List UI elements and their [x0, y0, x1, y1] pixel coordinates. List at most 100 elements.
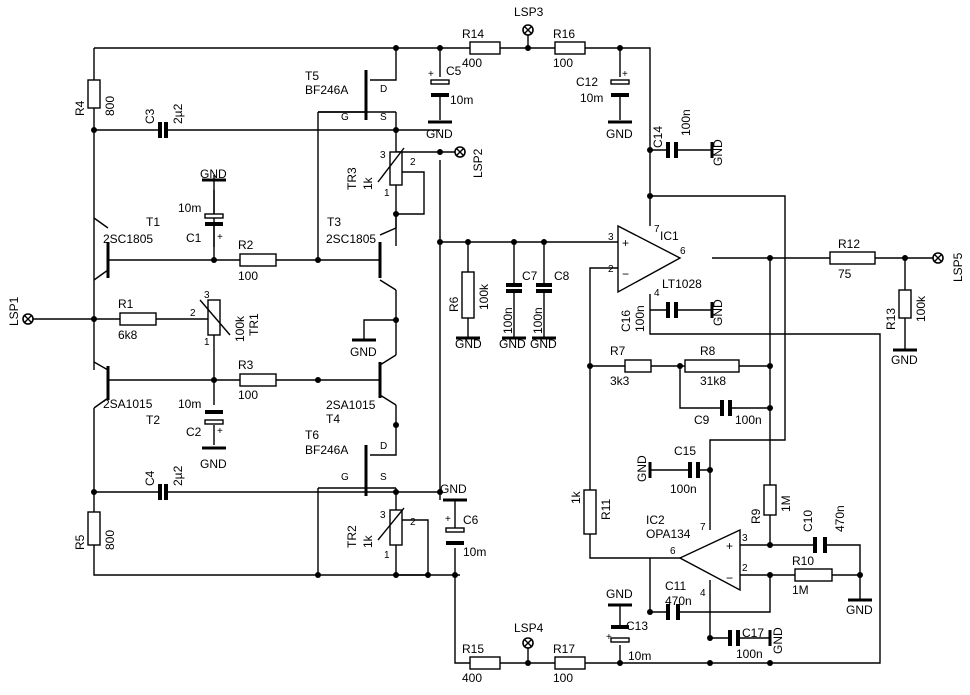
- port-lsp2[interactable]: [454, 146, 466, 158]
- resistor-r4: [87, 79, 101, 109]
- capacitor-c2: [204, 419, 224, 425]
- junction-dot: [393, 45, 399, 51]
- junction-dot: [393, 317, 399, 323]
- junction-dot: [767, 363, 773, 369]
- r14-ref: R14: [462, 27, 484, 41]
- trimmer-tr1: [207, 299, 221, 336]
- junction-dot: [393, 422, 399, 428]
- junction-dot: [452, 572, 458, 578]
- capacitor-c8: [536, 283, 552, 293]
- t6-part: BF246A: [305, 443, 348, 457]
- t2-part: 2SA1015: [103, 397, 153, 411]
- ground-label: GND: [891, 353, 918, 367]
- capacitor-c6: [445, 527, 465, 533]
- tr1-pin3: 3: [204, 290, 210, 301]
- ground-label: GND: [771, 627, 785, 654]
- c13-ref: C13: [626, 619, 648, 633]
- resistor-r8: [684, 359, 740, 373]
- lsp3-label: LSP3: [514, 5, 544, 19]
- junction-dot: [211, 257, 217, 263]
- c17-value: 100n: [736, 647, 763, 661]
- junction-dot: [315, 377, 321, 383]
- junction-dot: [437, 45, 443, 51]
- junction-dot: [767, 405, 773, 411]
- resistor-r14: [469, 41, 501, 55]
- ic2-pin2: 2: [742, 563, 748, 574]
- r8-value: 31k8: [700, 374, 726, 388]
- r17-ref: R17: [553, 642, 575, 656]
- c6-ref: C6: [463, 513, 479, 527]
- opamp-ic1: [617, 224, 682, 294]
- junction-dot: [541, 239, 547, 245]
- junction-dot: [857, 572, 863, 578]
- resistor-r6: [461, 271, 475, 319]
- resistor-r12: [829, 251, 876, 265]
- junction-dot: [707, 660, 713, 666]
- c12-ref: C12: [576, 75, 598, 89]
- tr1-ref: TR1: [247, 313, 261, 336]
- r15-value: 400: [462, 671, 482, 685]
- lsp5-label: LSP5: [951, 252, 965, 282]
- c13-plus: +: [606, 632, 612, 643]
- capacitor-c12: [610, 79, 630, 85]
- ic1-minus: −: [622, 267, 629, 281]
- tr2-ref: TR2: [345, 525, 359, 548]
- tr2-value: 1k: [361, 534, 375, 548]
- c11-ref: C11: [665, 579, 686, 593]
- ground-label: GND: [606, 127, 633, 141]
- junction-dot: [211, 377, 217, 383]
- opamp-ic2: [678, 528, 741, 592]
- trimmer-tr3: [389, 151, 403, 186]
- port-lsp1[interactable]: [22, 313, 34, 325]
- junction-dot: [587, 363, 593, 369]
- lsp1-label: LSP1: [7, 296, 21, 326]
- c1-plus: +: [217, 232, 223, 243]
- tr2-pin2: 2: [410, 517, 416, 528]
- r7-ref: R7: [610, 344, 626, 358]
- c6-value: 10m: [463, 545, 486, 559]
- junction-dot: [393, 127, 399, 133]
- tr1-value: 100k: [233, 315, 247, 342]
- c12-plus: +: [622, 69, 628, 80]
- c4-ref: C4: [143, 470, 157, 486]
- trimmers: 3 2 1 100k TR1 3 2 1 TR2 1k 3 2 1 TR3 1k: [190, 147, 416, 561]
- t6-ref: T6: [305, 428, 319, 442]
- ic1-pin2: 2: [608, 264, 614, 275]
- c9-ref: C9: [694, 413, 710, 427]
- t5-gate: G: [341, 112, 349, 123]
- r16-value: 100: [553, 56, 573, 70]
- junction-dot: [902, 255, 908, 261]
- c10-ref: C10: [801, 510, 815, 532]
- junction-dot: [437, 149, 443, 155]
- r9-ref: R9: [749, 508, 763, 524]
- c5-value: 10m: [450, 93, 473, 107]
- resistor-r16: [554, 41, 586, 55]
- r5-value: 800: [103, 530, 117, 550]
- port-lsp5[interactable]: [932, 252, 944, 264]
- tr3-pin1: 1: [384, 188, 390, 199]
- t4-part: 2SA1015: [326, 398, 376, 412]
- c14-value: 100n: [679, 109, 693, 136]
- ground-label: GND: [635, 455, 649, 482]
- ic2-ref: IC2: [646, 513, 665, 527]
- capacitor-c17: [728, 630, 740, 646]
- ground-label: GND: [426, 127, 453, 141]
- capacitor-c16: [666, 302, 678, 318]
- r2-value: 100: [238, 269, 258, 283]
- port-lsp4[interactable]: [522, 637, 534, 663]
- capacitor-c13: [610, 637, 630, 643]
- port-lsp3[interactable]: [522, 24, 534, 48]
- junction-dot: [393, 572, 399, 578]
- t5-ref: T5: [305, 69, 319, 83]
- r9-value: 1M: [779, 495, 793, 512]
- ic1-pin7: 7: [654, 224, 660, 235]
- ground-label: GND: [499, 337, 526, 351]
- junction-dot: [647, 193, 653, 199]
- junction-dot: [91, 127, 97, 133]
- capacitor-c3: [158, 122, 168, 138]
- resistor-r17: [554, 656, 586, 670]
- junction-dot: [393, 489, 399, 495]
- junction-dot: [425, 572, 431, 578]
- capacitor-c9: [720, 400, 732, 416]
